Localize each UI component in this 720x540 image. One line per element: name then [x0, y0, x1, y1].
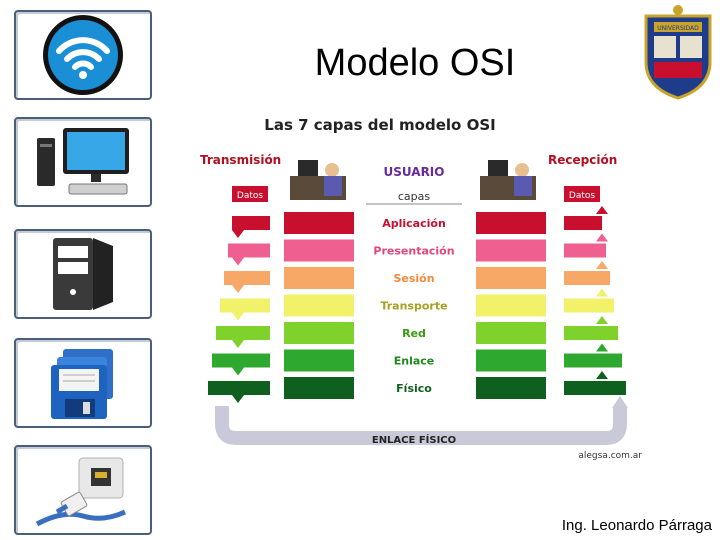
down-arrow-5 [232, 367, 244, 376]
left-layer-block-2 [284, 267, 354, 289]
datos-left-box [232, 186, 268, 202]
server-tower-icon [53, 238, 113, 310]
down-arrow-4 [232, 340, 244, 348]
cable-tile [14, 445, 152, 535]
network-cable-icon [35, 457, 127, 527]
layer-name-4: Red [402, 327, 426, 340]
down-arrow-6 [232, 395, 244, 403]
right-layer-block-4 [476, 322, 546, 344]
physical-link-label: ENLACE FÍSICO [372, 433, 456, 446]
user-label: USUARIO [384, 165, 445, 179]
reception-bar-2 [564, 271, 610, 285]
desktop-tile [14, 117, 152, 207]
left-layer-block-5 [284, 349, 354, 372]
diagram-heading: Las 7 capas del modelo OSI [264, 116, 495, 134]
layer-name-6: Físico [396, 382, 432, 395]
reception-bar-0 [564, 216, 602, 230]
reception-bar-3 [564, 298, 614, 313]
reception-label: Recepción [548, 153, 617, 167]
up-arrow-1 [596, 233, 608, 242]
layer-name-1: Presentación [373, 245, 454, 258]
left-layer-block-6 [284, 377, 354, 399]
reception-bar-4 [564, 326, 618, 340]
right-user-icon [480, 160, 536, 200]
left-layer-block-3 [284, 294, 354, 317]
source-label: alegsa.com.ar [578, 451, 642, 461]
seal-text: UNIVERSIDAD [657, 25, 699, 32]
right-layer-block-1 [476, 239, 546, 262]
right-layer-block-3 [476, 294, 546, 317]
physical-link-path [215, 406, 627, 445]
down-arrow-3 [232, 312, 244, 321]
layer-name-3: Transporte [380, 300, 447, 313]
datos-right-box [564, 186, 600, 202]
osi-diagram-svg: Las 7 capas del modelo OSI Transmisión R… [200, 116, 642, 461]
left-layer-block-1 [284, 239, 354, 262]
transmission-bar-1 [228, 243, 270, 258]
left-layer-block-0 [284, 212, 354, 234]
reception-bar-5 [564, 353, 622, 368]
up-arrow-2 [596, 261, 608, 269]
osi-diagram: Las 7 capas del modelo OSI Transmisión R… [186, 108, 650, 468]
server-tile [14, 229, 152, 319]
layers-group: AplicaciónPresentaciónSesiónTransporteRe… [208, 206, 626, 403]
transmission-bar-5 [212, 353, 270, 368]
floppy-disks-icon [51, 349, 113, 419]
datos-left-label: Datos [237, 191, 263, 201]
up-arrow-5 [596, 343, 608, 352]
up-arrow-6 [596, 371, 608, 379]
slide-title: Modelo OSI [314, 42, 516, 84]
author-credit: Ing. Leonardo Párraga [561, 517, 712, 534]
transmission-bar-6 [208, 381, 270, 395]
datos-right-label: Datos [569, 191, 595, 201]
transmission-bar-2 [224, 271, 270, 285]
down-arrow-2 [232, 285, 244, 293]
up-arrow-0 [596, 206, 608, 214]
transmission-label: Transmisión [200, 153, 281, 167]
right-layer-block-5 [476, 349, 546, 372]
layers-label: capas [398, 190, 431, 203]
transmission-bar-0 [232, 216, 270, 230]
transmission-bar-4 [216, 326, 270, 340]
wifi-icon [43, 15, 123, 95]
left-layer-block-4 [284, 322, 354, 344]
desktop-computer-icon [37, 128, 129, 195]
down-arrow-0 [232, 230, 244, 238]
reception-bar-6 [564, 381, 626, 395]
up-arrow-4 [596, 316, 608, 324]
layer-name-5: Enlace [394, 355, 435, 368]
layer-name-0: Aplicación [382, 217, 446, 230]
wifi-tile [14, 10, 152, 100]
reception-bar-1 [564, 243, 606, 258]
right-layer-block-6 [476, 377, 546, 399]
transmission-bar-3 [220, 298, 270, 313]
right-layer-block-2 [476, 267, 546, 289]
floppy-tile [14, 338, 152, 428]
layer-name-2: Sesión [393, 272, 434, 285]
university-seal: UNIVERSIDAD [640, 4, 716, 100]
right-layer-block-0 [476, 212, 546, 234]
left-user-icon [290, 160, 346, 200]
down-arrow-1 [232, 257, 244, 266]
up-arrow-3 [596, 288, 608, 297]
